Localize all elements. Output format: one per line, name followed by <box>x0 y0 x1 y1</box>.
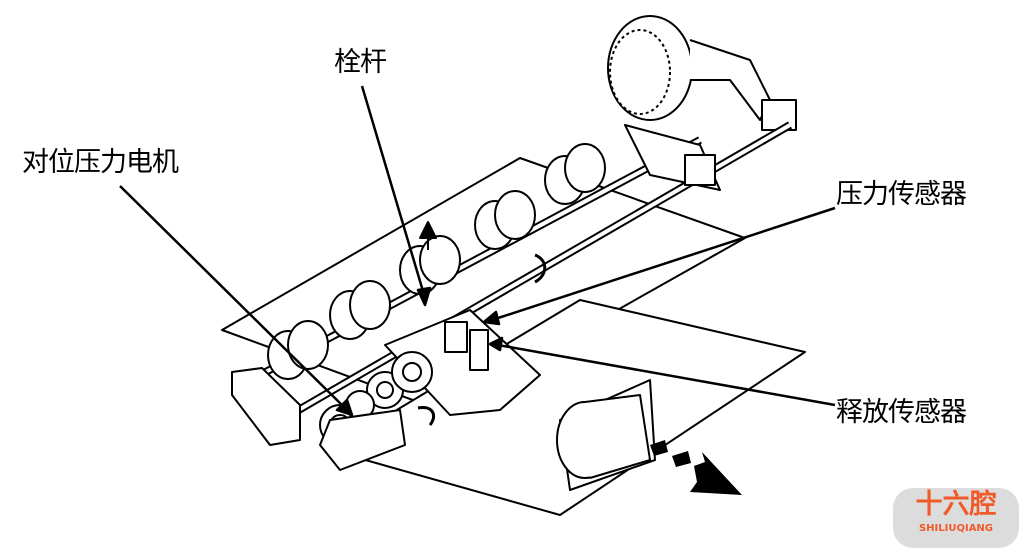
logo-pinyin: SHILIUQIANG <box>918 523 994 534</box>
rollers <box>267 143 606 380</box>
motor-body <box>319 409 406 471</box>
rotation-arrow <box>534 253 547 284</box>
lift-arrow <box>419 221 437 250</box>
logo-chinese: 十六腔 <box>915 489 997 520</box>
left-end-bracket <box>231 367 301 446</box>
label-pressure-sensor: 压力传感器 <box>836 179 967 210</box>
sensor-plate <box>384 309 541 416</box>
watermark-logo: 十六腔 SHILIUQIANG <box>893 488 1019 548</box>
paper-exit-arrow <box>650 440 742 495</box>
label-latch-rod: 栓杆 <box>334 47 387 78</box>
label-release-sensor: 释放传感器 <box>836 397 967 428</box>
rotation-arrow-2 <box>417 405 435 426</box>
label-registration-pressure-motor: 对位压力电机 <box>22 147 179 178</box>
leader-lines <box>119 85 836 417</box>
